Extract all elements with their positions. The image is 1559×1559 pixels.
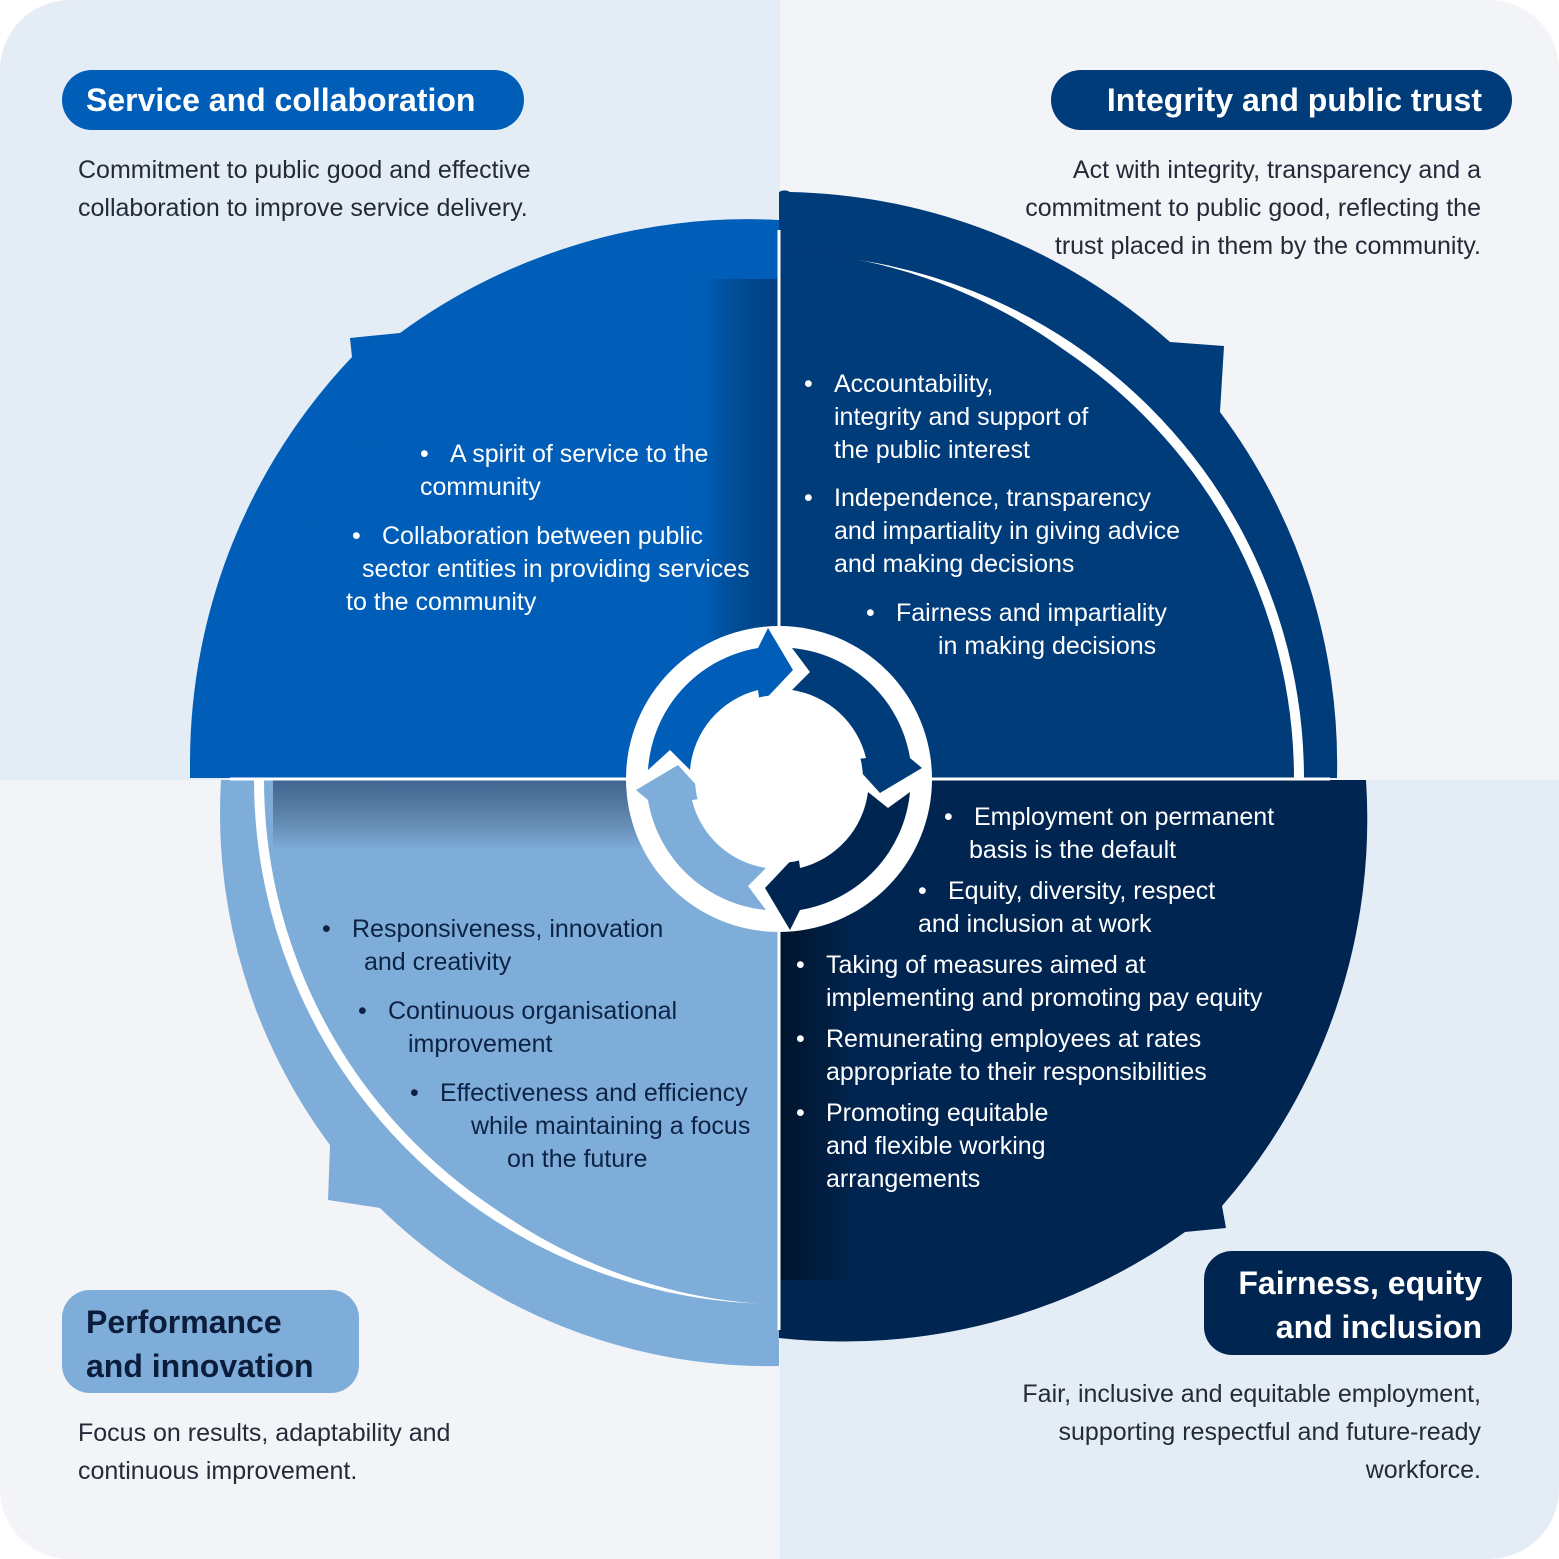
fairness-item-2: •Equity, diversity, respect and inclusio… [918, 877, 1216, 938]
performance-item-2: •Continuous organisational improvement [358, 997, 678, 1058]
fairness-title-line2: and inclusion [1275, 1309, 1482, 1345]
performance-item-1-line1: Responsiveness, innovation [352, 915, 664, 943]
hub-center [695, 695, 863, 863]
fairness-item-5-line2: and flexible working [826, 1132, 1046, 1160]
integrity-description: Act with integrity, transparency and a c… [1025, 156, 1481, 260]
performance-item-3-line2: while maintaining a focus [471, 1112, 751, 1140]
fairness-item-3-line2: implementing and promoting pay equity [826, 984, 1263, 1012]
fairness-item-5-line3: arrangements [826, 1165, 981, 1193]
integrity-item-1: •Accountability, integrity and support o… [804, 370, 1089, 464]
performance-title-line1: Performance [86, 1304, 282, 1340]
fairness-inner-sector [779, 779, 1308, 1308]
integrity-item-2-line1: Independence, transparency [834, 484, 1151, 512]
performance-item-3-line1: Effectiveness and efficiency [440, 1079, 748, 1107]
cycle-arrow-fairness [765, 792, 910, 930]
performance-item-3: •Effectiveness and efficiency while main… [410, 1079, 751, 1173]
integrity-item-1-line1: Accountability, [834, 370, 994, 398]
fairness-item-4-line1: Remunerating employees at rates [826, 1025, 1202, 1053]
performance-description: Focus on results, adaptability and conti… [78, 1419, 451, 1485]
cycle-arrow-service [648, 628, 793, 770]
fairness-item-1: •Employment on permanent basis is the de… [944, 803, 1275, 864]
integrity-item-3-line2: in making decisions [938, 632, 1157, 660]
fairness-item-1-line2: basis is the default [969, 836, 1177, 864]
service-item-1-line2: community [420, 473, 541, 501]
fairness-title-pill: Fairness, equity and inclusion [1204, 1251, 1512, 1355]
fairness-item-4: •Remunerating employees at rates appropr… [796, 1025, 1207, 1086]
service-item-2: •Collaboration between public sector ent… [346, 522, 750, 616]
performance-item-3-line3: on the future [507, 1145, 648, 1173]
fairness-item-3: •Taking of measures aimed at implementin… [796, 951, 1263, 1012]
service-item-2-line2: sector entities in providing services [362, 555, 750, 583]
integrity-item-2-line3: and making decisions [834, 550, 1075, 578]
fairness-title-line1: Fairness, equity [1238, 1265, 1482, 1301]
performance-item-1-line2: and creativity [364, 948, 512, 976]
fairness-item-5-line1: Promoting equitable [826, 1099, 1049, 1127]
integrity-item-1-line3: the public interest [834, 436, 1030, 464]
service-item-2-line1: Collaboration between public [382, 522, 704, 550]
fairness-item-2-line1: Equity, diversity, respect [948, 877, 1216, 905]
fairness-description: Fair, inclusive and equitable employment… [1022, 1380, 1481, 1484]
service-description: Commitment to public good and effective … [78, 156, 531, 222]
service-item-2-line3: to the community [346, 588, 537, 616]
fairness-item-1-line1: Employment on permanent [974, 803, 1275, 831]
fairness-item-5: •Promoting equitable and flexible workin… [796, 1099, 1049, 1193]
cycle-arrow-integrity [792, 648, 922, 793]
performance-item-1: •Responsiveness, innovation and creativi… [322, 915, 664, 976]
service-item-1-line1: A spirit of service to the [450, 440, 709, 468]
service-title-pill: Service and collaboration [62, 70, 524, 130]
fairness-item-4-line2: appropriate to their responsibilities [826, 1058, 1207, 1086]
service-inner-sector [249, 249, 779, 779]
integrity-item-3: •Fairness and impartiality in making dec… [866, 599, 1167, 660]
cycle-arrow-performance [636, 765, 766, 910]
service-title: Service and collaboration [86, 82, 476, 118]
service-item-1: •A spirit of service to the community [420, 440, 709, 501]
integrity-title-pill: Integrity and public trust [1051, 70, 1512, 130]
fairness-item-3-line1: Taking of measures aimed at [826, 951, 1146, 979]
integrity-title: Integrity and public trust [1106, 82, 1482, 118]
integrity-item-2-line2: and impartiality in giving advice [834, 517, 1181, 545]
integrity-item-1-line2: integrity and support of [834, 403, 1089, 431]
performance-title-line2: and innovation [86, 1348, 314, 1384]
fairness-item-2-line2: and inclusion at work [918, 910, 1152, 938]
integrity-item-2: •Independence, transparency and impartia… [804, 484, 1181, 578]
integrity-inner-sector [779, 250, 1284, 779]
performance-item-2-line1: Continuous organisational [388, 997, 678, 1025]
integrity-item-3-line1: Fairness and impartiality [896, 599, 1167, 627]
performance-item-2-line2: improvement [408, 1030, 553, 1058]
performance-title-pill: Performance and innovation [62, 1290, 359, 1393]
performance-inner-sector [272, 779, 779, 1305]
